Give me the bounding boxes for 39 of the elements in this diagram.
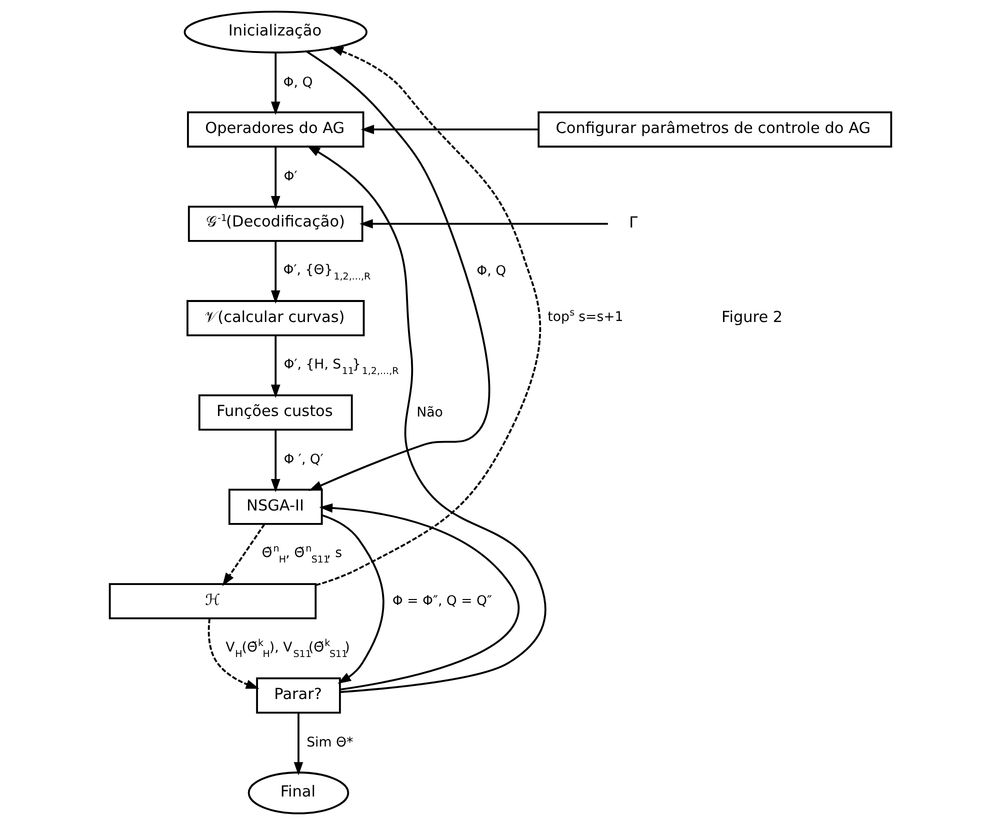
node-ellipse: Final: [247, 772, 349, 814]
edge-label: Φ = Φ″, Q = Q″: [392, 594, 492, 610]
node-box: 𝒱(calcular curvas): [186, 300, 364, 336]
arrow: [306, 145, 546, 694]
edge-label: Φ, Q: [476, 264, 506, 279]
edge-label: Φ′, {Θ}$_{1,2,...,R}$: [282, 263, 370, 283]
arrow: [293, 713, 303, 776]
arrow: [270, 52, 280, 115]
arrow: [318, 503, 518, 691]
node-ellipse: Inicialização: [183, 10, 367, 54]
node-text: Γ: [628, 213, 638, 232]
arrow: [270, 241, 280, 304]
node-box: Operadores do AG: [186, 111, 364, 148]
arrow: [315, 46, 540, 586]
edge-label: Não: [416, 405, 442, 420]
arrow: [207, 618, 259, 689]
edge-label: Θ̃$^{n}$$_{H}$, Θ̃$^{n}$$_{S11}$, s: [261, 544, 342, 566]
node-box: 𝒢$^{-1}$(Decodificação): [187, 206, 363, 242]
arrow: [359, 219, 608, 228]
arrow: [305, 50, 490, 491]
edge-label: Sim Θ*: [306, 736, 353, 751]
label: Figure 2: [721, 308, 782, 326]
node-box: NSGA-II: [228, 488, 322, 525]
node-box: Configurar parâmetros de controle do AG: [537, 111, 892, 148]
edge-label: top$^{s}$ s=s+1: [547, 308, 623, 326]
arrow: [360, 124, 538, 134]
node-box: Parar?: [256, 677, 340, 714]
edge-label: V$_{H}$(Θ̃$^{k}$$_{H}$), V$_{S11}$(Θ̃$^{k}$$_{S11}$): [225, 638, 350, 660]
node-box: ℋ: [108, 583, 316, 620]
edge-label: Φ ′, Q′: [283, 452, 323, 468]
arrow: [321, 514, 384, 684]
edge-label: Φ′, {H, S$_{11}$}$_{1,2,...,R}$: [283, 357, 398, 377]
edge-label: Φ′: [283, 170, 297, 185]
edge-label: Φ, Q: [282, 75, 312, 90]
arrow: [270, 146, 280, 210]
node-box: Funções custos: [198, 394, 352, 431]
arrow: [222, 524, 265, 586]
arrow: [270, 430, 280, 492]
arrow: [270, 336, 280, 398]
